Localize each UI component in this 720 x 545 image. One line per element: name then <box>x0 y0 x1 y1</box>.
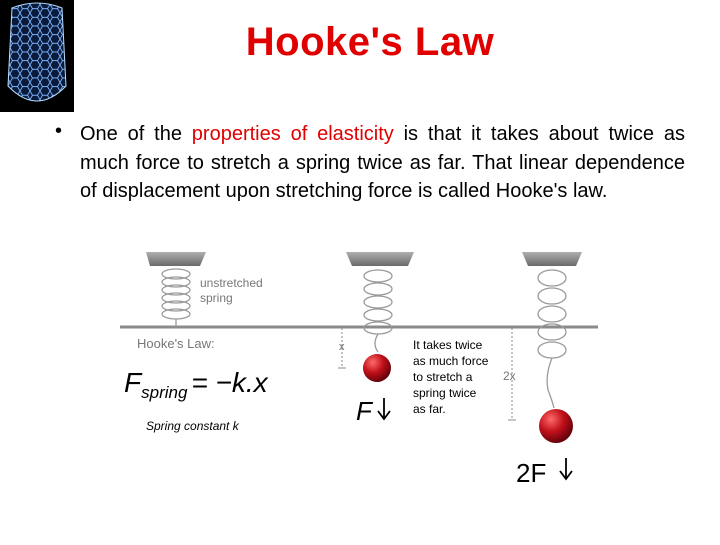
mass-ball-1 <box>363 354 391 382</box>
spring-label: spring <box>200 291 233 305</box>
elasticity-link[interactable]: properties of elasticity <box>191 123 394 145</box>
note-line-2: as much force <box>413 354 489 368</box>
note-line-3: to stretch a <box>413 370 473 384</box>
spring-stretched-x <box>363 269 393 353</box>
two-x-dimension-marker <box>508 328 516 421</box>
hookes-law-diagram: unstretched spring Hooke's Law: Fspring=… <box>0 240 720 540</box>
force-f-label: F <box>356 396 374 426</box>
equation: Fspring= −k.x <box>124 367 269 402</box>
bullet-text: One of the properties of elasticity is t… <box>80 120 685 206</box>
x-dimension-marker <box>338 328 346 369</box>
force-f-arrow <box>377 398 391 421</box>
eq-rest: = −k.x <box>191 367 268 398</box>
eq-sub: spring <box>141 383 188 402</box>
two-x-label: 2x <box>503 369 516 383</box>
force-2f-arrow <box>559 458 573 481</box>
slide-title: Hooke's Law <box>245 20 495 64</box>
eq-f: F <box>124 367 143 398</box>
spring-constant-label: Spring constant k <box>146 419 240 433</box>
x-label: x <box>339 341 345 353</box>
bullet-marker: • <box>55 120 63 142</box>
nanotube-image <box>0 0 74 112</box>
force-2f-label: 2F <box>516 458 546 488</box>
note-line-4: spring twice <box>413 386 477 400</box>
note-text: It takes twice as much force to stretch … <box>413 338 489 416</box>
support-plate-2 <box>346 252 414 266</box>
note-line-5: as far. <box>413 402 446 416</box>
unstretched-label: unstretched <box>200 276 263 290</box>
spring-unstretched <box>161 268 191 327</box>
text-before: One of the <box>80 123 192 145</box>
support-plate-1 <box>146 252 206 266</box>
mass-ball-2 <box>539 409 573 443</box>
note-line-1: It takes twice <box>413 338 483 352</box>
text-after: is that it takes about twice as much for… <box>80 123 685 202</box>
support-plate-3 <box>522 252 582 266</box>
hookes-law-heading: Hooke's Law: <box>137 336 215 351</box>
spring-stretched-2x <box>537 269 567 409</box>
